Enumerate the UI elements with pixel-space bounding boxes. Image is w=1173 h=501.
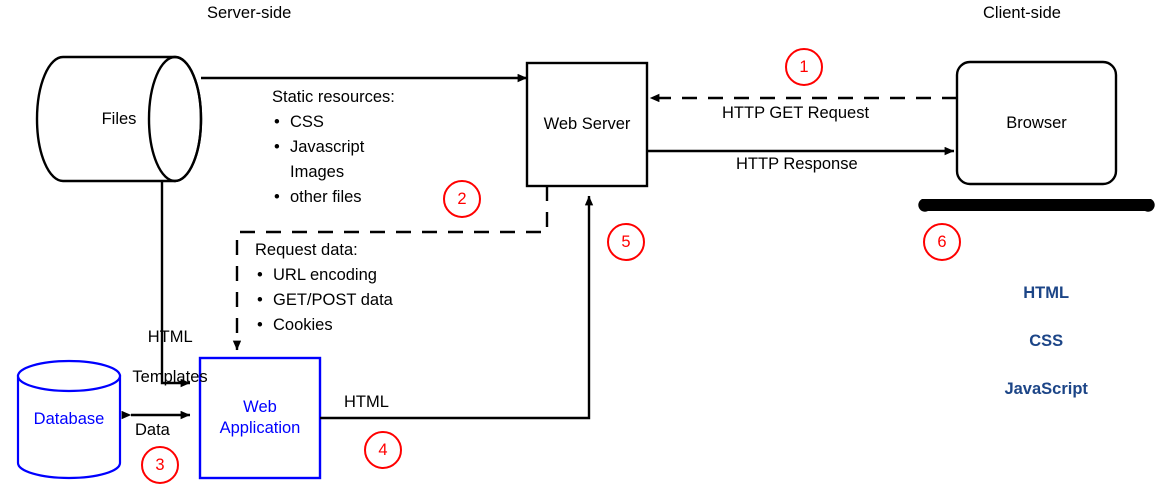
request-data-item-2: • Cookies [255,313,393,338]
static-resources-title: Static resources: [272,88,395,106]
request-data-item-0-text: URL encoding [273,266,377,284]
bullet-dot-icon: • [274,113,280,131]
static-resources-item-1-text: Javascript [290,138,365,156]
request-data-item-2-text: Cookies [273,316,333,334]
web-application-box-shape [198,356,322,480]
files-cylinder-shape [35,55,203,183]
step-marker-2[interactable]: 2 [443,180,481,218]
static-resources-item-3-text: other files [290,188,362,206]
html-label: HTML [344,393,389,411]
http-response-label: HTTP Response [736,155,858,173]
html-templates-label-line1: HTML [147,328,193,346]
bullet-dot-icon: • [274,188,280,206]
server-side-heading: Server-side [207,4,292,22]
bullet-dot-icon: • [257,266,263,284]
client-stack-html: HTML [1023,284,1070,302]
bullet-dot-icon: • [274,138,280,156]
static-resources-item-3: • other files [272,185,395,210]
client-stack-labels: HTML CSS JavaScript [977,257,1097,425]
client-side-heading: Client-side [983,4,1061,22]
database-cylinder-shape [16,359,122,480]
static-resources-item-2-text: Images [290,163,345,181]
request-data-item-0: • URL encoding [255,263,393,288]
html-templates-label: HTML Templates [113,307,209,407]
static-resources-item-0: • CSS [272,110,395,135]
request-data-item-1-text: GET/POST data [273,291,393,309]
web-server-box-shape [525,61,649,188]
edge-html-templates [160,181,191,388]
static-resources-item-0-text: CSS [290,113,324,131]
static-resources-item-1: • Javascript [272,135,395,160]
bullet-dot-icon: • [257,291,263,309]
http-get-request-label: HTTP GET Request [722,104,870,122]
edge-html-to-web-server [320,195,594,420]
client-stack-css: CSS [1029,332,1064,350]
step-marker-5[interactable]: 5 [607,223,645,261]
client-stack-javascript: JavaScript [1004,380,1088,398]
step-marker-3[interactable]: 3 [141,446,179,484]
step-marker-4[interactable]: 4 [364,431,402,469]
request-data-item-1: • GET/POST data [255,288,393,313]
data-label: Data [135,421,170,439]
request-data-list: Request data: • URL encoding • GET/POST … [255,238,393,338]
static-resources-list: Static resources: • CSS • Javascript Ima… [272,85,395,210]
static-resources-item-2: Images [272,160,395,185]
step-marker-1[interactable]: 1 [785,48,823,86]
step-marker-6[interactable]: 6 [923,223,961,261]
browser-shape [918,60,1155,212]
request-data-title: Request data: [255,241,358,259]
html-templates-label-line2: Templates [132,368,208,386]
bullet-dot-icon: • [257,316,263,334]
